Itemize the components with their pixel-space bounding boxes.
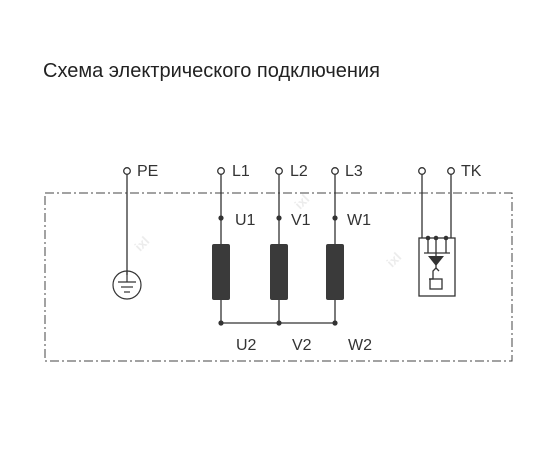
- thermal-contact: [418, 167, 456, 297]
- phase-w-wiring: [331, 167, 339, 323]
- label-w1: W1: [347, 212, 371, 229]
- watermark: ixl ixl ixl: [132, 191, 405, 270]
- label-l3: L3: [345, 163, 363, 180]
- label-l1: L1: [232, 163, 250, 180]
- terminal-dot-u1: [218, 215, 224, 221]
- label-pe: PE: [137, 163, 158, 180]
- svg-text:ixl: ixl: [384, 249, 405, 270]
- winding-u: [212, 244, 230, 300]
- phase-v-wiring: [275, 167, 283, 323]
- label-w2: W2: [348, 337, 372, 354]
- star-point-bus: [218, 320, 338, 326]
- ground-icon: [112, 270, 142, 300]
- label-tk: TK: [461, 163, 482, 180]
- thermal-junctions: [425, 235, 449, 266]
- label-u2: U2: [236, 337, 257, 354]
- svg-text:ixl: ixl: [132, 233, 153, 254]
- label-u1: U1: [235, 212, 256, 229]
- terminal-dot-w1: [332, 215, 338, 221]
- winding-w: [326, 244, 344, 300]
- label-l2: L2: [290, 163, 308, 180]
- winding-v: [270, 244, 288, 300]
- diagram-title: Схема электрического подключения: [43, 60, 380, 82]
- label-v1: V1: [291, 212, 311, 229]
- pe-terminal: [123, 167, 131, 275]
- svg-text:ixl: ixl: [292, 191, 313, 212]
- label-v2: V2: [292, 337, 312, 354]
- terminal-dot-v1: [276, 215, 282, 221]
- phase-u-wiring: [217, 167, 225, 323]
